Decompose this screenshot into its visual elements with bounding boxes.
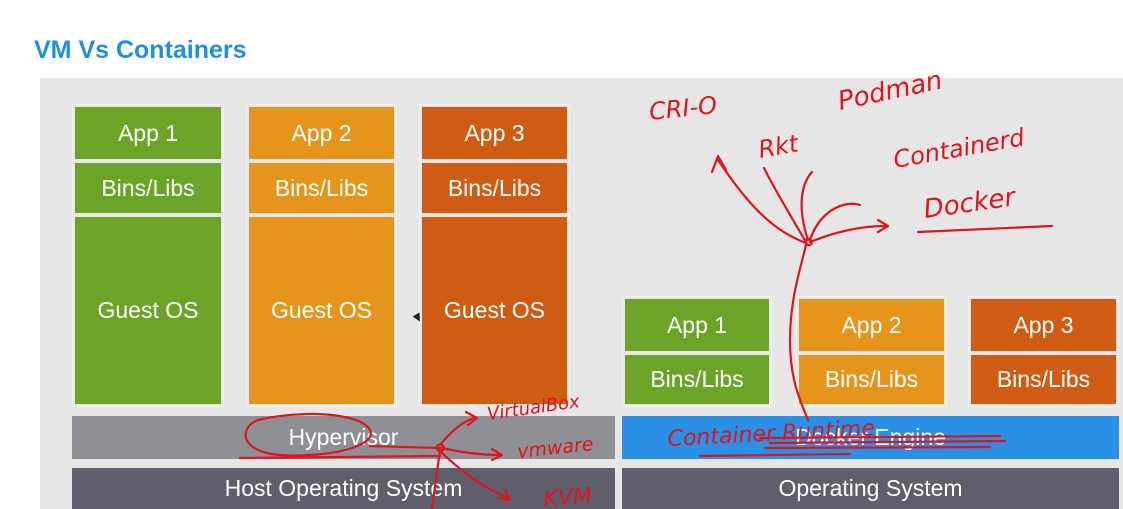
annotation-containerd: Containerd [891, 123, 1027, 174]
vm-app-3: App 3 [422, 107, 567, 159]
annotation-arrow-vmware [490, 447, 504, 462]
annotation-rkt: Rkt [756, 129, 802, 164]
container-stack-1 [622, 296, 772, 407]
vm-app-1: App 1 [75, 107, 221, 159]
annotation-branch-kvm [439, 450, 510, 500]
annotation-branch-docker [808, 224, 887, 244]
annotation-arrow-kvm [496, 488, 512, 502]
vm-bins-2: Bins/Libs [249, 163, 394, 213]
annotation-branch-crio [716, 158, 808, 245]
annotation-kvm: KVM [543, 484, 593, 509]
vm-stack-1 [72, 104, 224, 407]
container-app-2: App 2 [799, 299, 944, 351]
container-bins-1: Bins/Libs [625, 355, 769, 404]
vm-bins-1: Bins/Libs [75, 163, 221, 213]
hypervisor-bar: Hypervisor [72, 416, 615, 459]
annotation-virtualbox: VirtualBox [486, 391, 582, 425]
annotation-stem [788, 243, 810, 422]
annotation-branch-containerd [808, 202, 862, 242]
container-app-1: App 1 [625, 299, 769, 351]
annotation-branch-vmware [440, 446, 502, 457]
annotation-arrow-crio [710, 154, 728, 174]
vm-stack-3 [419, 104, 570, 407]
container-app-3: App 3 [971, 299, 1116, 351]
annotation-branch-podman [800, 170, 814, 242]
annotation-strike-3 [763, 445, 992, 450]
annotation-branch-virtualbox [438, 416, 477, 447]
annotation-circle-hypervisor [244, 412, 372, 457]
page-title: VM Vs Containers [34, 36, 247, 64]
annotation-branch-rkt [762, 166, 808, 244]
container-bins-3: Bins/Libs [971, 355, 1116, 404]
annotation-strike-1 [758, 434, 1002, 440]
container-bins-2: Bins/Libs [799, 355, 944, 404]
operating-system-bar: Operating System [622, 468, 1119, 509]
vm-guest-os-3: Guest OS [422, 217, 567, 404]
annotation-arrow-virtualbox [464, 410, 479, 427]
vm-app-2: App 2 [249, 107, 394, 159]
annotation-underline-docker [916, 224, 1054, 234]
annotation-line-hypervisor [368, 444, 442, 450]
container-stack-3 [968, 296, 1119, 407]
vm-stack-2 [246, 104, 397, 407]
annotation-line-down [430, 448, 442, 509]
vm-guest-os-2: Guest OS [249, 217, 394, 404]
annotation-podman: Podman [835, 65, 945, 116]
annotation-docker: Docker [922, 182, 1020, 225]
annotation-underline-hypervisor [238, 454, 442, 460]
container-stack-2 [796, 296, 947, 407]
vm-bins-3: Bins/Libs [422, 163, 567, 213]
vm-guest-os-1: Guest OS [75, 217, 221, 404]
annotation-strike-2 [768, 439, 1007, 445]
host-os-bar: Host Operating System [72, 468, 615, 509]
annotation-vmware: vmware [516, 433, 594, 463]
annotation-crio: CRI-O [648, 91, 719, 126]
annotation-arrow-docker [876, 218, 890, 234]
annotation-strike-4 [698, 452, 852, 458]
